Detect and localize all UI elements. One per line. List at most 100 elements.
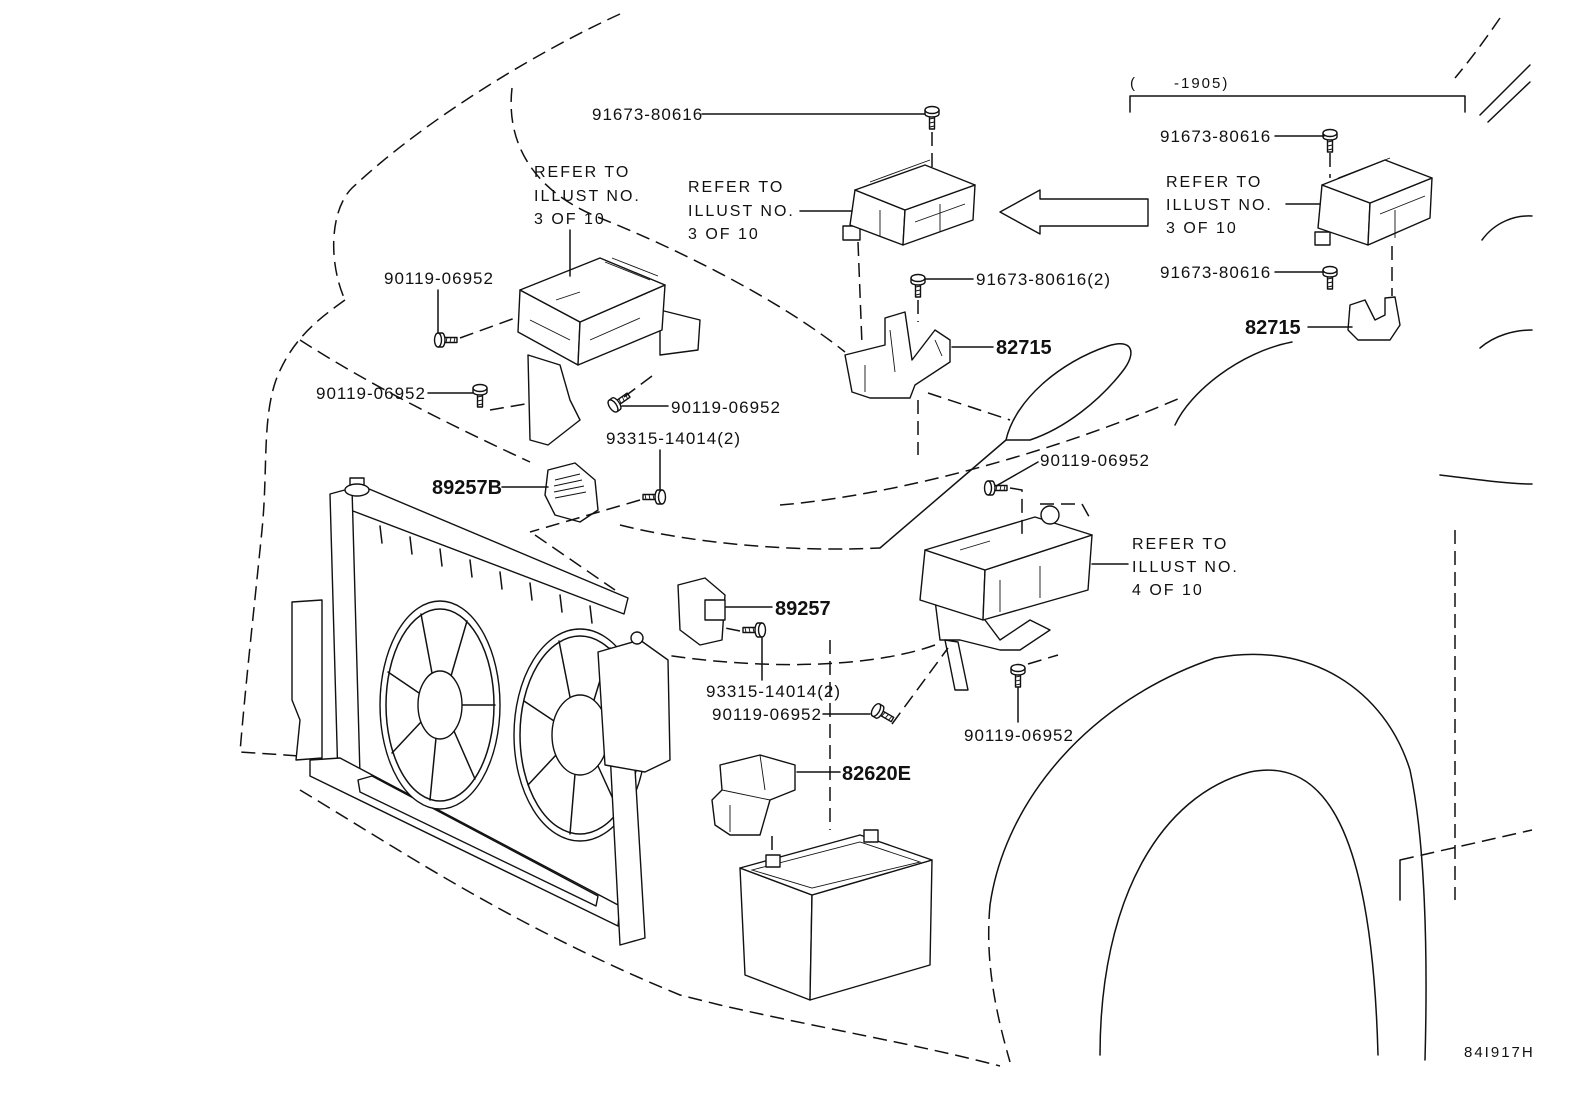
refer-note-line: REFER TO <box>534 164 630 181</box>
hood-front-edge <box>510 87 846 353</box>
callout-inset-bracket-82715: 82715 <box>1245 317 1301 339</box>
bracket-plate <box>844 311 951 399</box>
bolt-93315-14014-upper <box>642 489 667 505</box>
sensor-body <box>544 462 599 523</box>
relay-block-upper-left <box>517 257 701 446</box>
refer-note-line: ILLUST NO. <box>1132 559 1239 576</box>
junction-block-terminal <box>1040 505 1060 525</box>
wiper-line <box>1479 64 1531 123</box>
assembly-line <box>927 392 1011 421</box>
junction-block-lower <box>919 503 1093 691</box>
fuse-box-ribs <box>869 159 966 236</box>
part-callouts: 91673-80616 90119-06952 90119-06952 9011… <box>316 105 1301 785</box>
assembly-line <box>1009 487 1023 540</box>
fender-character-line <box>1174 341 1293 426</box>
callout-sensor-bolt-upper: 93315-14014(2) <box>606 429 741 448</box>
front-bumper-left-edge <box>239 299 346 757</box>
headlight-lower-edge <box>879 439 1007 549</box>
bumper-center-edge <box>619 524 881 550</box>
wheel-arch <box>989 653 1427 1061</box>
reference-arrow <box>999 189 1149 235</box>
fuse-box-ribs <box>1337 157 1426 238</box>
assembly-line <box>724 627 741 632</box>
grille-upper-edge <box>299 339 531 463</box>
assembly-lines <box>459 132 1393 856</box>
bolt-93315-14014-lower <box>742 622 767 638</box>
junction-block-ribs <box>959 540 1041 612</box>
assembly-line <box>529 499 641 533</box>
callout-fuse-box-bolt-top: 91673-80616 <box>592 105 703 124</box>
wheel-arch-lower <box>987 904 1011 1063</box>
callout-sensor-89257: 89257 <box>775 598 831 620</box>
assembly-line <box>623 375 653 398</box>
fan-hub <box>417 670 463 740</box>
assembly-line <box>489 403 526 411</box>
front-bumper-bottom-edge <box>299 789 1001 1067</box>
assembly-line <box>857 241 863 346</box>
fan-hub <box>551 694 609 776</box>
refer-note-line: ILLUST NO. <box>1166 197 1273 214</box>
callout-relay-bolt-right: 90119-06952 <box>671 398 781 417</box>
callout-inset-bolt-upper: 91673-80616 <box>1160 127 1271 146</box>
sensor-89257 <box>677 577 726 646</box>
radiator-lower-bar <box>357 775 599 907</box>
fuse-box-center <box>842 159 976 246</box>
callout-bracket-82715: 82715 <box>996 337 1052 359</box>
bolt-90119-06952-junction-left <box>868 701 897 727</box>
callout-junction-bolt-top: 90119-06952 <box>1040 451 1150 470</box>
headlight-outline <box>1005 343 1132 441</box>
refer-note-line: REFER TO <box>688 179 784 196</box>
bolt-91673-80616-inset-lower <box>1322 265 1338 290</box>
fan-motor-bracket <box>597 639 671 773</box>
bolt-90119-06952-junction-bottom <box>1010 663 1026 688</box>
callout-relay-bolt-upper: 90119-06952 <box>384 269 494 288</box>
leader-lines <box>427 113 1353 773</box>
callout-relay-bolt-left: 90119-06952 <box>316 384 426 403</box>
refer-note-line: REFER TO <box>1166 174 1262 191</box>
fan-motor-mount <box>630 631 644 645</box>
production-range-label: ( -1905) <box>1130 75 1229 92</box>
bracket-plate <box>1347 296 1401 341</box>
refer-note-line: REFER TO <box>1132 536 1228 553</box>
refer-note-line: 3 OF 10 <box>688 226 760 243</box>
sensor-connector <box>704 599 726 621</box>
sensor-grip <box>553 473 587 499</box>
refer-note-fuse-box-inset: REFER TO ILLUST NO. 3 OF 10 <box>1166 174 1273 237</box>
door-line-lower <box>1439 474 1533 485</box>
callout-sensor-89257b: 89257B <box>432 477 502 499</box>
sensor-89257b <box>544 462 599 523</box>
battery-terminal-negative <box>765 854 781 868</box>
door-line-upper <box>1481 215 1533 241</box>
battery-terminal-82620e <box>711 754 796 836</box>
terminal-details <box>721 754 771 832</box>
bracket-details <box>864 329 943 392</box>
relay-block-connector <box>659 309 701 356</box>
refer-note-line: 4 OF 10 <box>1132 582 1204 599</box>
bracket-82715-center <box>844 311 951 399</box>
assembly-line <box>664 644 936 666</box>
assembly-line <box>891 647 949 725</box>
junction-block-cover <box>924 516 1093 571</box>
vehicle-body-outline <box>239 13 1533 1067</box>
bolt-90119-06952-junction-top <box>983 480 1008 496</box>
refer-note-junction-block: REFER TO ILLUST NO. 4 OF 10 <box>1132 536 1239 599</box>
door-line-middle <box>1479 329 1533 349</box>
radiator-left-bracket <box>291 599 323 761</box>
battery <box>739 829 933 1001</box>
callout-terminal-82620e: 82620E <box>842 763 911 785</box>
assembly-line <box>1027 654 1059 665</box>
fan-blades <box>387 613 496 801</box>
bolt-91673-80616-bracket <box>910 273 926 298</box>
relay-block-cover <box>519 257 666 323</box>
bolt-91673-80616-inset-upper <box>1322 128 1338 153</box>
assembly-line <box>459 317 516 339</box>
battery-lip <box>750 841 922 889</box>
terminal-body <box>711 754 796 836</box>
callout-sensor-bolt-lower: 93315-14014(2) <box>706 682 841 701</box>
refer-note-fuse-box-center: REFER TO ILLUST NO. 3 OF 10 <box>688 179 793 243</box>
junction-block-outline <box>1040 503 1093 523</box>
junction-block-tab <box>944 639 969 691</box>
relay-block-bracket <box>527 354 581 446</box>
bolt-91673-80616-center <box>924 105 940 130</box>
